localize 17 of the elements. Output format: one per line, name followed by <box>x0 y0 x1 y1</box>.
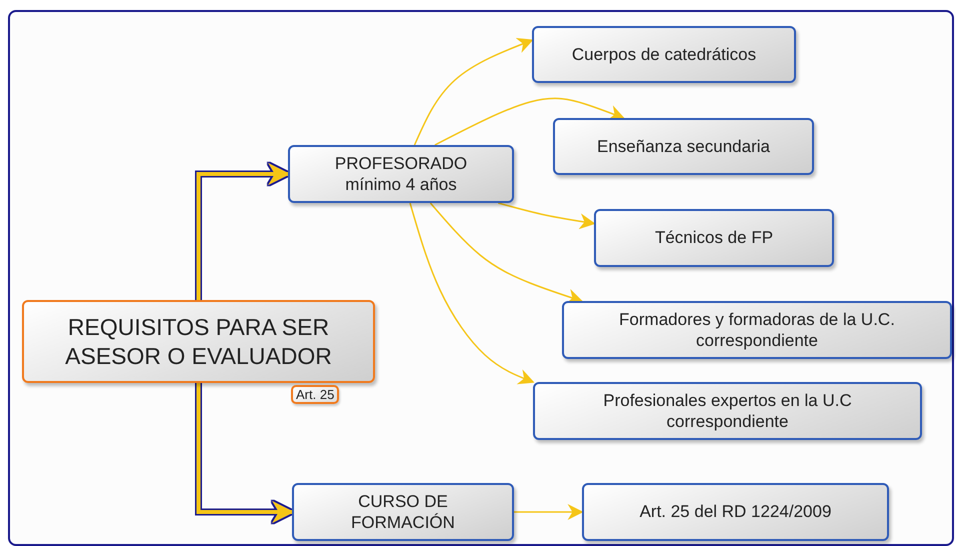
arrow <box>409 202 534 384</box>
arrow <box>414 38 534 146</box>
arrow <box>196 163 290 300</box>
subtopic-box: Técnicos de FP <box>594 209 834 267</box>
arrow <box>434 98 625 146</box>
subtopic-box: PROFESORADO mínimo 4 años <box>288 145 514 203</box>
topic-box: REQUISITOS PARA SER ASESOR O EVALUADOR <box>22 300 375 383</box>
subtopic-box: Cuerpos de catedráticos <box>532 26 796 83</box>
arrow <box>514 504 584 520</box>
subtopic-box: Enseñanza secundaria <box>553 118 814 175</box>
subtopic-box: Formadores y formadoras de la U.C. correspondiente <box>562 301 952 359</box>
arrow <box>498 202 596 230</box>
tag-label: Art. 25 <box>291 385 340 404</box>
arrow <box>196 383 294 523</box>
subtopic-box: Art. 25 del RD 1224/2009 <box>582 483 889 541</box>
subtopic-box: CURSO DE FORMACIÓN <box>292 483 514 541</box>
subtopic-box: Profesionales expertos en la U.C correspondiente <box>533 382 922 440</box>
